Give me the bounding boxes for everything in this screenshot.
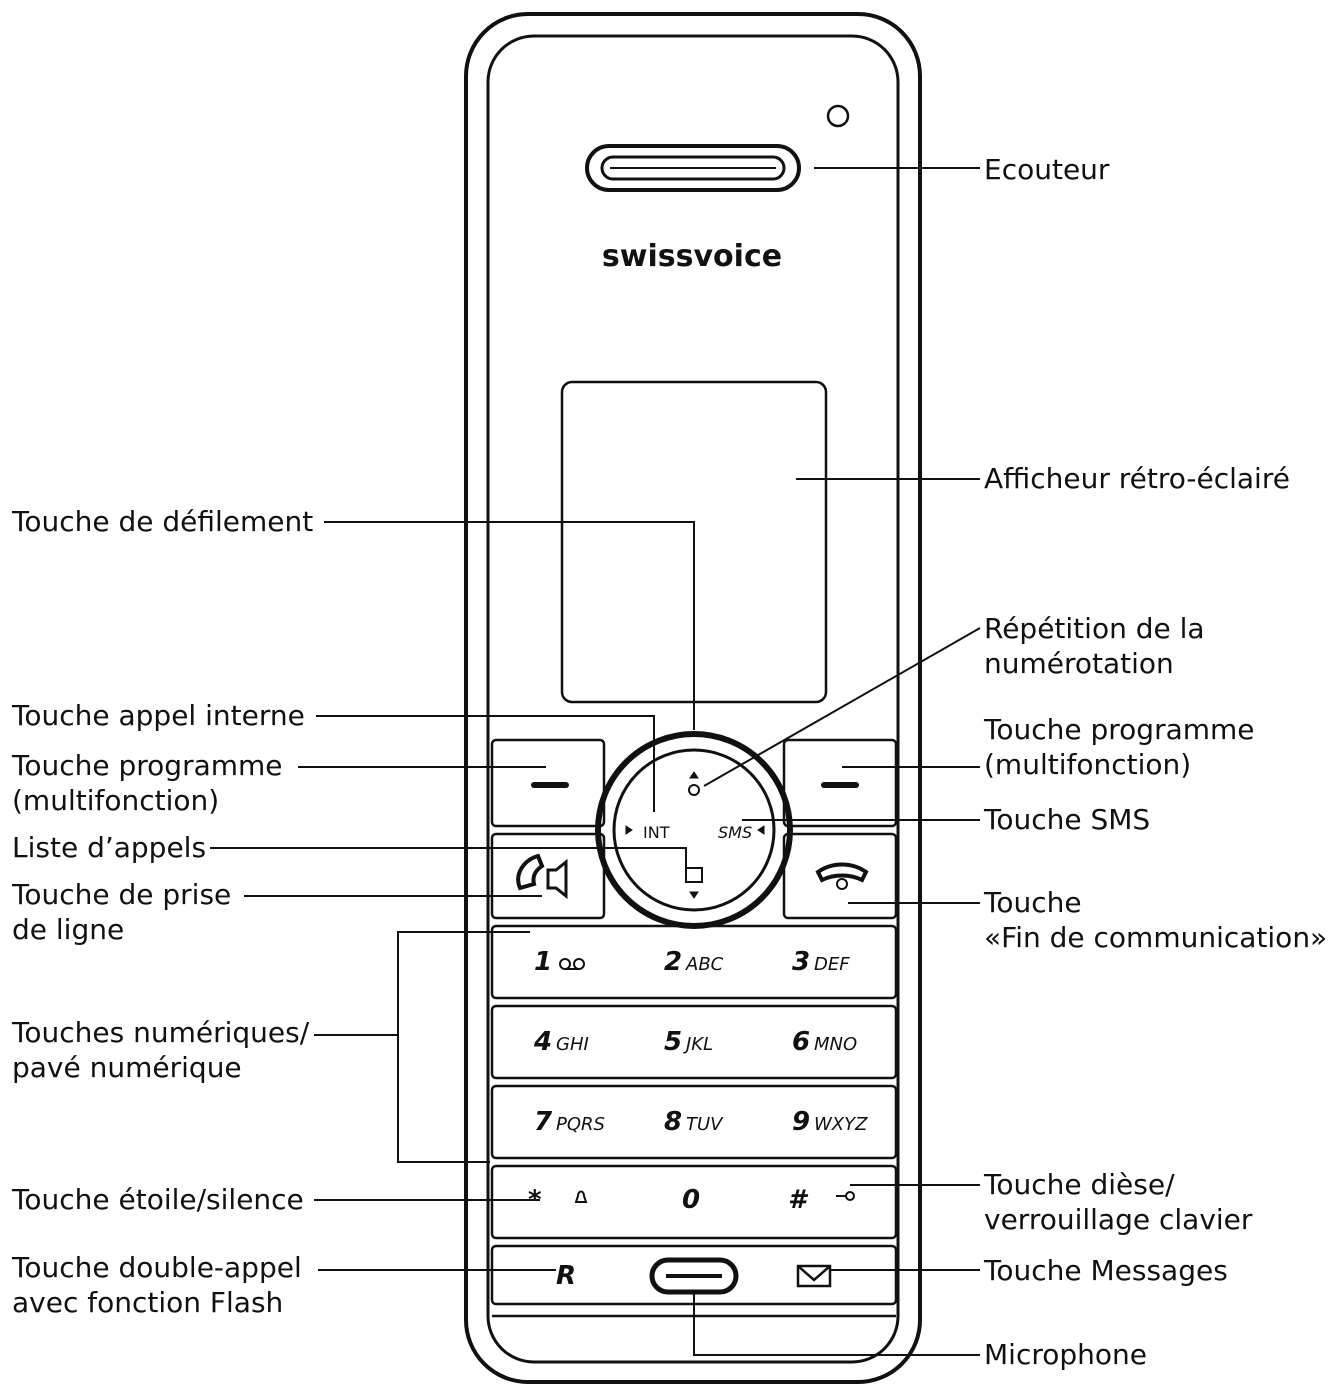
leader-liste-appels (210, 847, 687, 872)
label-diese: Touche dièse/verrouillage clavier (984, 1168, 1253, 1236)
envelope-icon (796, 1264, 832, 1288)
softkey-right (782, 738, 898, 828)
label-sms: Touche SMS (984, 803, 1151, 836)
label-defilement: Touche de défilement (12, 505, 314, 538)
leader-microphone (693, 1290, 980, 1356)
leader-defilement (324, 521, 695, 730)
bell-icon (574, 1190, 588, 1203)
label-programme-right: Touche programme(multifonction) (984, 713, 1255, 781)
key-digit: 3 (792, 947, 810, 977)
label-etoile: Touche étoile/silence (12, 1183, 304, 1216)
brand-logo: swissvoice (602, 239, 782, 274)
label-ecouteur: Ecouteur (984, 153, 1110, 186)
label-programme-left: Touche programme(multifonction) (12, 749, 283, 817)
keypad-row-4 (490, 1164, 898, 1240)
key-digit: 9 (792, 1107, 810, 1137)
key-letters: JKL (683, 1034, 713, 1055)
envelope-flap (797, 1265, 831, 1282)
nav-down-arrow (689, 891, 699, 899)
label-fin-communication: Touche«Fin de communication» (984, 886, 1328, 954)
sensor-dot (826, 104, 850, 128)
key-digit: 2 (664, 947, 682, 977)
key-letters: GHI (556, 1034, 589, 1055)
nav-sms-label: SMS (718, 823, 752, 842)
speaker-icon (546, 858, 568, 900)
key-letters: ABC (685, 954, 724, 975)
earpiece-slot-inner (600, 155, 786, 181)
call-key (490, 832, 606, 920)
handset-inner-shell (486, 34, 900, 1364)
leader-repetition (703, 627, 981, 787)
nav-ring-outer (595, 731, 793, 929)
phonebook-icon (685, 867, 703, 883)
label-microphone: Microphone (984, 1338, 1147, 1371)
key-letters: WXYZ (814, 1114, 868, 1135)
key-digit: 7 (534, 1107, 553, 1137)
nav-up-arrow (689, 771, 699, 779)
keypad-row-2 (490, 1004, 898, 1080)
end-key (782, 832, 898, 920)
voicemail-icon-left (559, 958, 571, 970)
key-recall: R (556, 1261, 576, 1291)
nav-left-arrow (625, 825, 633, 835)
key-zero: 0 (682, 1185, 700, 1215)
label-afficheur: Afficheur rétro-éclairé (984, 462, 1290, 495)
key-hash: # (788, 1185, 809, 1215)
leader-numeriques-bracket (397, 931, 530, 1163)
keypad-row-3 (490, 1084, 898, 1160)
power-symbol-icon (836, 878, 848, 890)
nav-ring-inner (612, 748, 776, 912)
earpiece-slot-outer (585, 144, 801, 192)
softkey-left (490, 738, 606, 828)
key-letters: PQRS (556, 1114, 605, 1135)
label-appel-interne: Touche appel interne (12, 699, 305, 732)
key-digit: 4 (533, 1027, 552, 1057)
label-liste-appels: Liste d’appels (12, 831, 207, 864)
key-digit: 8 (664, 1107, 682, 1137)
redial-icon (688, 784, 700, 796)
call-handset-icon (516, 853, 545, 891)
key-digit: 6 (792, 1027, 810, 1057)
key-letters: TUV (686, 1114, 724, 1135)
end-handset-icon (815, 862, 869, 883)
label-messages: Touche Messages (984, 1254, 1228, 1287)
label-numeriques: Touches numériques/pavé numérique (12, 1016, 310, 1084)
handset-outer-shell (464, 12, 922, 1384)
nav-right-arrow (757, 825, 765, 835)
lock-key-icon (845, 1191, 855, 1201)
key-letters: DEF (814, 954, 850, 975)
key-digit: 1 (534, 947, 552, 977)
leader-appel-interne (316, 715, 655, 812)
voicemail-icon-right (573, 958, 585, 970)
nav-int-label: INT (643, 823, 670, 842)
key-digit: 5 (664, 1027, 682, 1057)
key-letters: MNO (814, 1034, 857, 1055)
